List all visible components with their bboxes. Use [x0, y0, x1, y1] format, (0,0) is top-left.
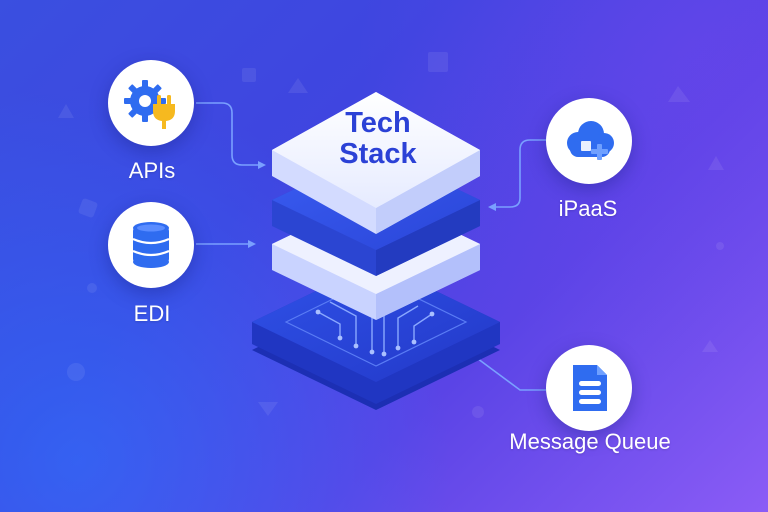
- title-line-2: Stack: [339, 138, 417, 170]
- ipaas-label: iPaaS: [558, 196, 618, 221]
- ipaas-icon-circle: [546, 98, 632, 184]
- message-queue-label: Message Queue: [509, 429, 671, 454]
- connectors: [196, 102, 546, 391]
- apis-label: APIs: [128, 158, 176, 183]
- deco-circle: [67, 363, 85, 381]
- circuit-nodes: [315, 309, 435, 357]
- title-line-1: Tech: [345, 107, 411, 139]
- edi-icon-circle: [108, 202, 194, 288]
- connector-arrowheads: [248, 161, 496, 248]
- deco-square: [242, 68, 256, 82]
- connector-ipaas: [492, 139, 546, 208]
- circuit-base-platform: [252, 262, 500, 410]
- connector-message-queue: [461, 346, 546, 391]
- arrow-apis: [258, 161, 266, 169]
- deco-circle: [87, 283, 97, 293]
- stack-layer-top: [272, 92, 480, 234]
- deco-triangle: [668, 86, 690, 102]
- deco-triangle: [702, 340, 718, 352]
- deco-triangle: [288, 78, 308, 93]
- apis-icon-circle: [108, 60, 194, 146]
- deco-square: [428, 52, 448, 72]
- deco-circle: [716, 242, 724, 250]
- document-list-icon: [573, 365, 607, 411]
- arrow-edi: [248, 240, 256, 248]
- deco-triangle: [58, 104, 74, 118]
- tech-stack-title: Tech Stack: [308, 108, 448, 170]
- deco-square: [78, 198, 98, 218]
- deco-triangle: [258, 402, 278, 416]
- message-queue-icon-circle: [546, 345, 632, 431]
- edi-label: EDI: [133, 301, 171, 326]
- database-icon: [132, 222, 170, 268]
- decorative-shapes: [58, 52, 724, 418]
- connector-apis: [196, 102, 262, 166]
- arrow-ipaas: [488, 203, 496, 211]
- cloud-puzzle-icon: [567, 121, 614, 160]
- deco-triangle: [708, 156, 724, 170]
- gear-plug-icon: [124, 80, 175, 129]
- deco-circle: [472, 406, 484, 418]
